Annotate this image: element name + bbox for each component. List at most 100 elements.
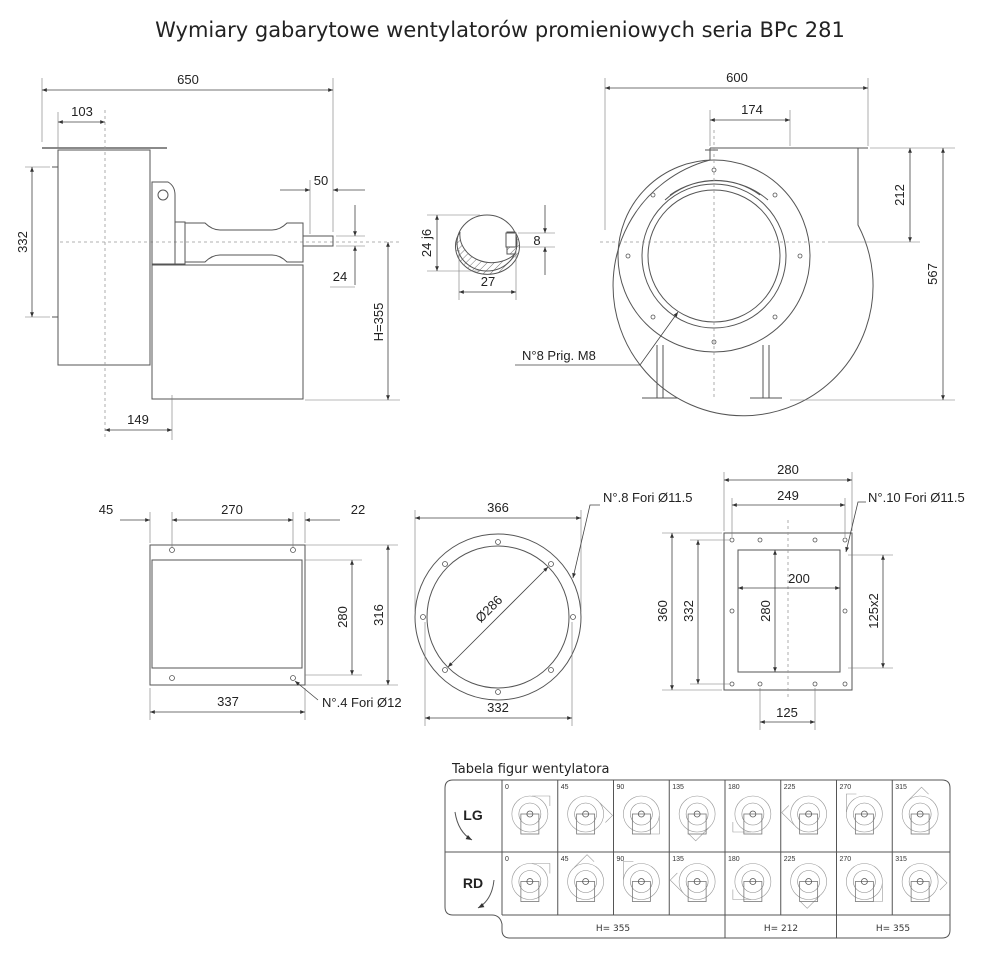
fan-orientation-icon	[623, 861, 660, 900]
dim-50: 50	[314, 173, 328, 188]
figure-cell-rd-225: 225	[784, 856, 827, 909]
figure-cell-lg-225: 225	[781, 784, 827, 835]
front-view: 600 174 212 567 N°8 Prig. M8	[515, 70, 955, 417]
figure-cell-lg-180: 180	[728, 784, 772, 835]
angle-label: 270	[840, 784, 852, 791]
bolt-holes	[625, 167, 803, 345]
footer-h355-a: H= 355	[596, 924, 630, 934]
figure-cell-lg-0: 0	[505, 784, 551, 835]
outlet-flange-note: N°.4 Fori Ø12	[322, 695, 402, 710]
sq-dim-125x2: 125x2	[866, 593, 881, 628]
angle-label: 315	[895, 856, 907, 863]
dim-149: 149	[127, 412, 149, 427]
fan-orientation-icon	[790, 863, 827, 909]
rotation-arrow-ccw-icon	[477, 879, 495, 909]
fan-orientation-icon	[781, 795, 827, 833]
dim-332: 332	[487, 700, 509, 715]
angle-label: 315	[895, 784, 907, 791]
dim-316: 316	[371, 604, 386, 626]
footer-h355-b: H= 355	[876, 924, 910, 934]
angle-label: 45	[561, 784, 569, 791]
figure-cell-rd-180: 180	[728, 856, 772, 902]
dim-103: 103	[71, 104, 93, 119]
dim-24: 24	[333, 269, 347, 284]
figure-cell-rd-135: 135	[669, 856, 716, 902]
angle-label: 135	[672, 856, 684, 863]
angle-label: 180	[728, 784, 740, 791]
dim-8: 8	[533, 233, 540, 248]
fan-orientation-icon	[846, 863, 883, 902]
square-flange-view: 280 249 N°.10 Fori Ø11.5 360 332 200 280…	[655, 462, 965, 730]
fan-orientation-icon	[678, 795, 716, 842]
sq-dim-125: 125	[776, 705, 798, 720]
dim-332: 332	[15, 231, 30, 253]
figure-cell-rd-0: 0	[505, 856, 551, 902]
fan-orientation-icon	[901, 863, 948, 900]
figure-cell-lg-315: 315	[895, 784, 939, 835]
figure-cell-rd-90: 90	[617, 856, 660, 902]
dim-600: 600	[726, 70, 748, 85]
dim-27: 27	[481, 274, 495, 289]
dim-174: 174	[741, 102, 763, 117]
dim-337: 337	[217, 694, 239, 709]
dim-280: 280	[335, 606, 350, 628]
fan-orientation-icon	[669, 863, 716, 900]
angle-label: 135	[672, 784, 684, 791]
dim-d286: Ø286	[472, 592, 505, 625]
fan-orientation-icon	[732, 795, 772, 833]
figure-cell-lg-135: 135	[672, 784, 716, 842]
figure-cell-rd-270: 270	[840, 856, 883, 902]
square-flange-note: N°.10 Fori Ø11.5	[868, 490, 965, 505]
sq-dim-249: 249	[777, 488, 799, 503]
figure-cell-rd-45: 45	[561, 854, 604, 902]
angle-label: 270	[840, 856, 852, 863]
inlet-flange-note: N°.8 Fori Ø11.5	[603, 490, 693, 505]
dim-22: 22	[351, 502, 365, 517]
dim-212: 212	[892, 184, 907, 206]
sq-dim-200: 200	[788, 571, 810, 586]
figure-cell-lg-90: 90	[617, 784, 660, 835]
fan-orientation-icon	[511, 795, 551, 833]
angle-label: 180	[728, 856, 740, 863]
fan-orientation-icon	[567, 795, 613, 833]
row-label-rd: RD	[463, 875, 483, 891]
row-label-lg: LG	[463, 807, 483, 823]
dim-h355: H=355	[371, 303, 386, 342]
fan-orientation-icon	[846, 793, 883, 833]
angle-label: 225	[784, 784, 796, 791]
side-view: 650 103 332 50 24 H=355 149	[15, 72, 400, 440]
figure-cell-lg-270: 270	[840, 784, 883, 835]
dim-567: 567	[925, 263, 940, 285]
footer-h212: H= 212	[764, 924, 798, 934]
angle-label: 0	[505, 856, 509, 863]
inlet-flange-view: Ø286 366 332 N°.8 Fori Ø11.5	[414, 490, 693, 726]
angle-label: 90	[617, 856, 625, 863]
front-note: N°8 Prig. M8	[522, 348, 596, 363]
sq-dim-332: 332	[681, 600, 696, 622]
sq-dim-360: 360	[655, 600, 670, 622]
angle-label: 90	[617, 784, 625, 791]
fan-orientation-icon	[567, 854, 604, 900]
outlet-flange-view: 45 270 22 280 316 337 N°.4 Fori Ø12	[99, 502, 402, 720]
table-title: Tabela figur wentylatora	[451, 762, 609, 777]
figure-cell-lg-45: 45	[561, 784, 613, 835]
dim-45: 45	[99, 502, 113, 517]
fan-orientation-icon	[623, 795, 660, 835]
dim-24j6: 24 j6	[419, 229, 434, 257]
rotation-arrow-cw-icon	[454, 811, 473, 841]
sq-dim-280v: 280	[758, 600, 773, 622]
angle-label: 45	[561, 856, 569, 863]
shaft-section: 24 j6 8 27	[419, 205, 555, 300]
fan-orientation-icon	[732, 863, 772, 900]
drawing-title: Wymiary gabarytowe wentylatorów promieni…	[155, 18, 845, 42]
dim-650: 650	[177, 72, 199, 87]
sq-dim-280: 280	[777, 462, 799, 477]
figure-cell-rd-315: 315	[895, 856, 948, 902]
angle-label: 0	[505, 784, 509, 791]
fan-orientation-icon	[901, 786, 939, 833]
angle-label: 225	[784, 856, 796, 863]
dim-366: 366	[487, 500, 509, 515]
fan-figure-table: Tabela figur wentylatora 0 45 90 135 180 225 2…	[444, 762, 951, 939]
dim-270: 270	[221, 502, 243, 517]
